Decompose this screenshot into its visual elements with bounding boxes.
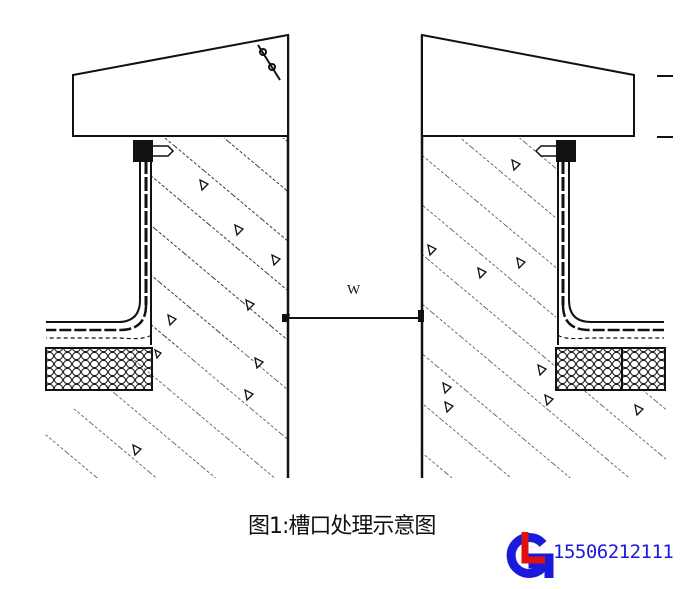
left-insulation-block [45,347,153,391]
right-insulation-block [555,347,666,391]
figure-caption: 图1:槽口处理示意图 [248,514,436,539]
left-sealant-bead [133,140,153,162]
right-sealant-bead [556,140,576,162]
left-cap-block [72,33,289,137]
right-cap-block [421,33,635,137]
left-section [40,33,290,478]
phone-number: 15506212111 [553,541,674,563]
left-anchor-icon [257,44,281,81]
right-section [418,33,673,478]
left-aggregate-marks [132,178,282,457]
gl-logo-icon [506,532,554,578]
right-aggregate-marks [427,158,645,417]
width-dimension-label: W [347,283,361,298]
right-concrete-wall [422,138,666,478]
